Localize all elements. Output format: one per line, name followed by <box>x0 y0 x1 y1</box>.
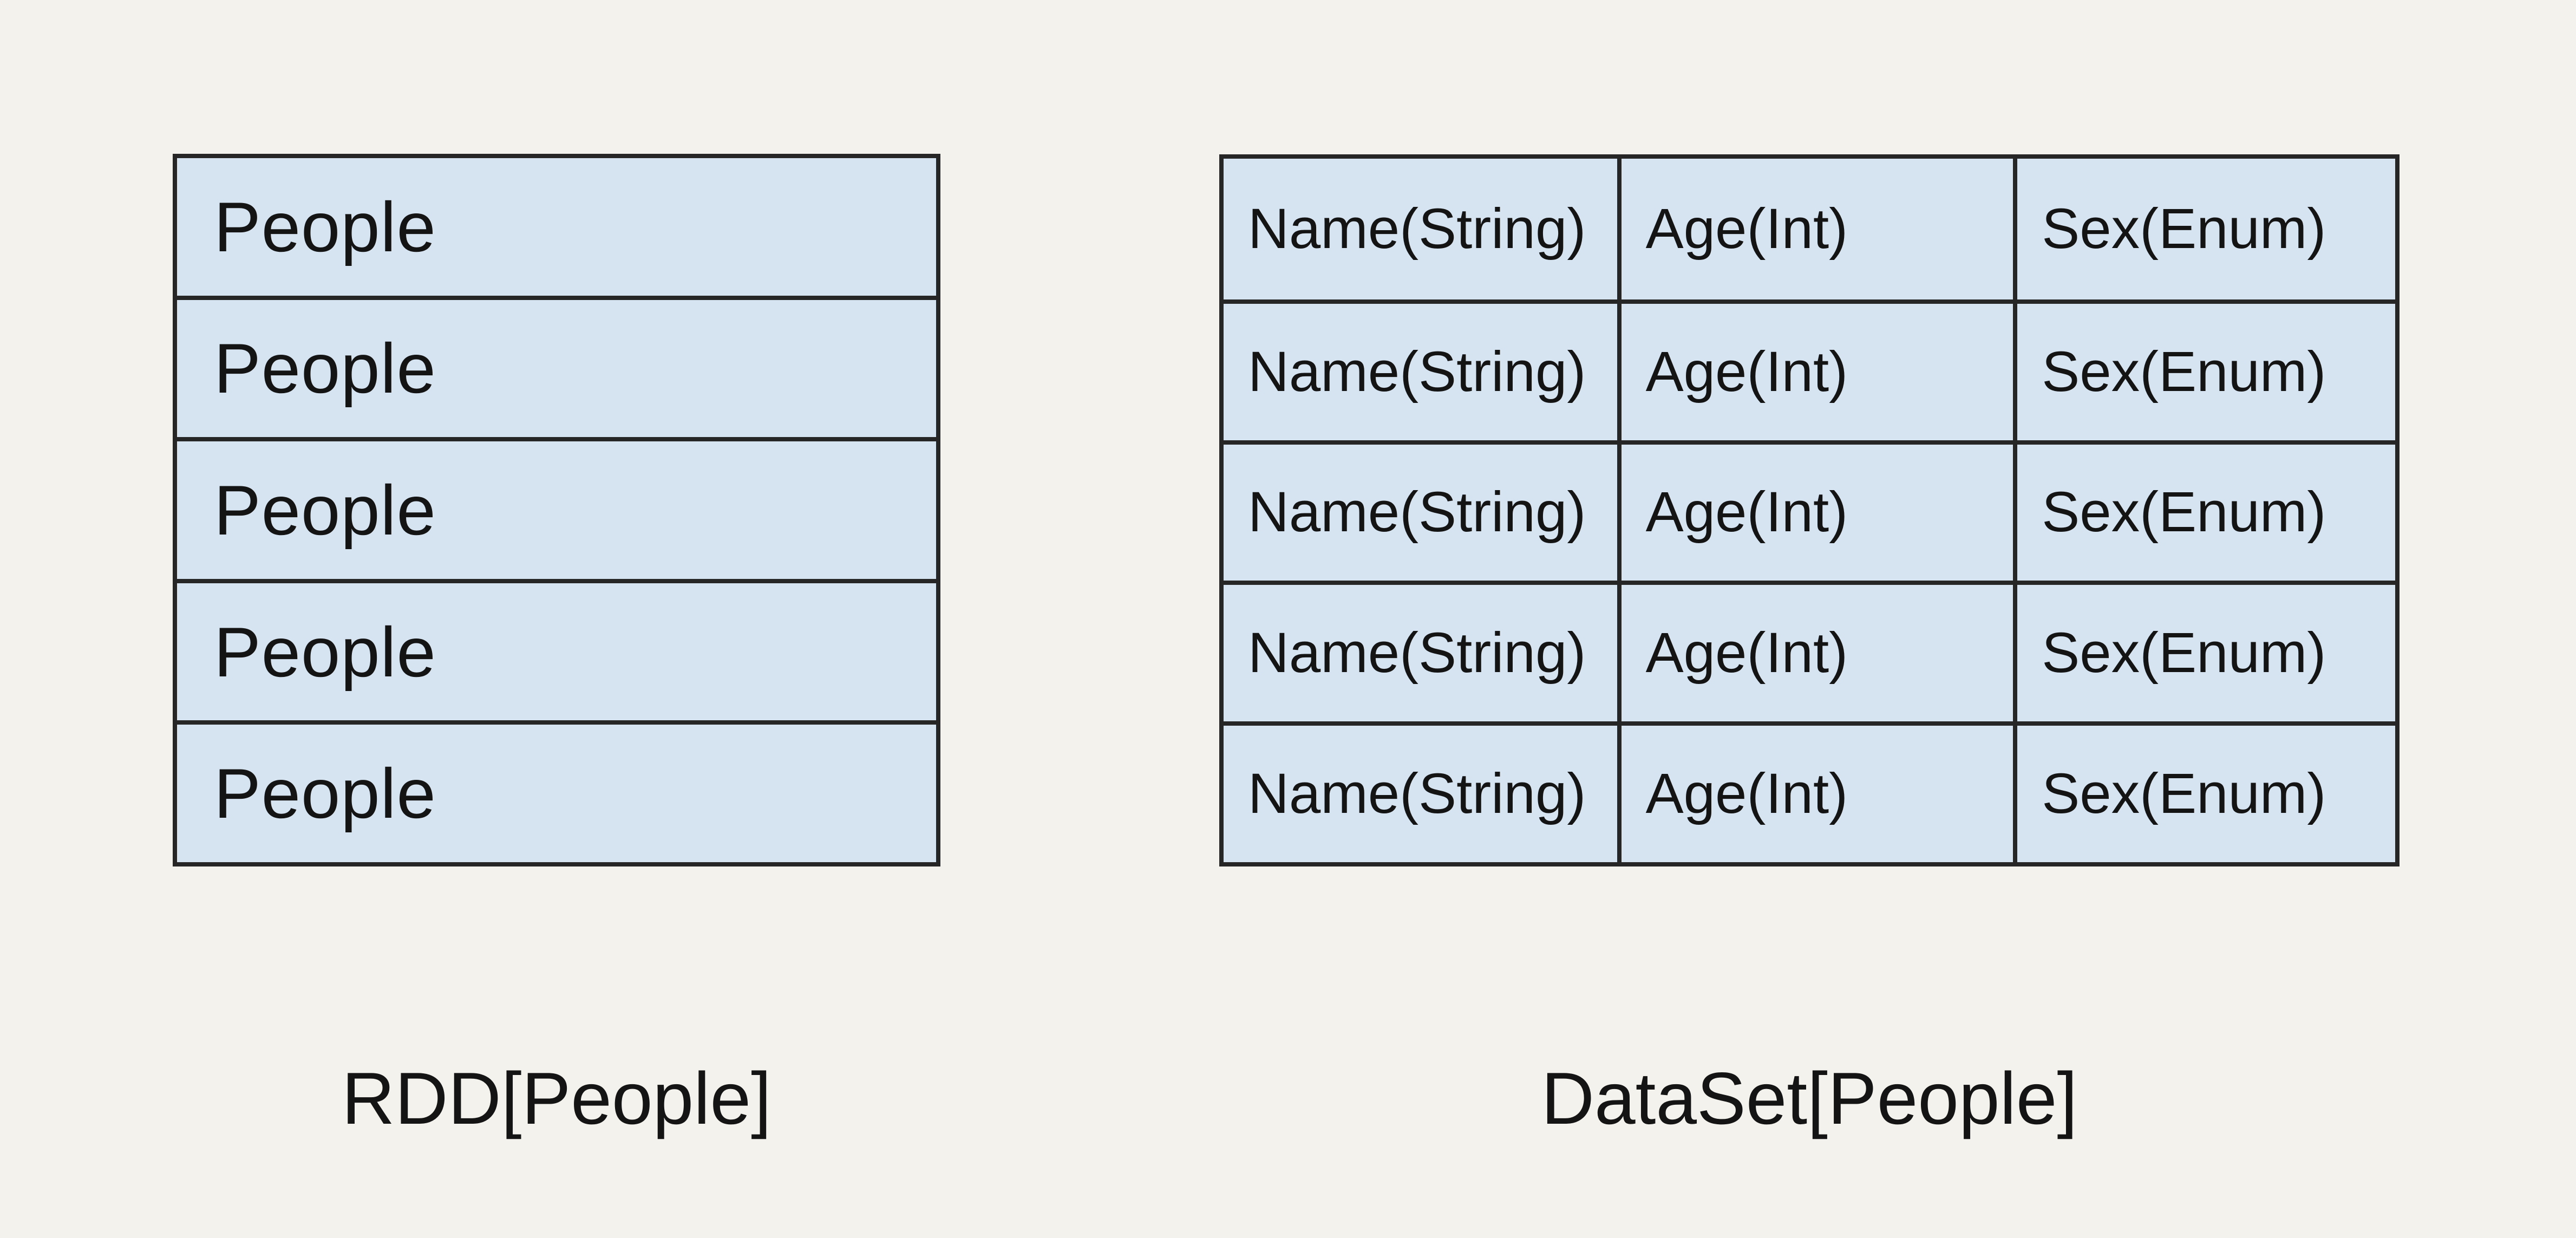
dataset-table: Name(String) Age(Int) Sex(Enum) Name(Str… <box>1219 154 2400 866</box>
rdd-row: People <box>177 720 936 862</box>
rdd-row: People <box>177 295 936 438</box>
rdd-table: People People People People People <box>173 154 940 866</box>
dataset-cell-sex: Sex(Enum) <box>2013 581 2395 722</box>
dataset-cell-name: Name(String) <box>1224 299 1617 440</box>
dataset-cell-name: Name(String) <box>1224 440 1617 581</box>
dataset-cell-age: Age(Int) <box>1617 299 2013 440</box>
dataset-cell-sex: Sex(Enum) <box>2013 721 2395 862</box>
rdd-row: People <box>177 578 936 721</box>
dataset-caption: DataSet[People] <box>1541 1057 2078 1139</box>
rdd-row: People <box>177 437 936 579</box>
dataset-cell-sex: Sex(Enum) <box>2013 159 2395 299</box>
dataset-cell-sex: Sex(Enum) <box>2013 299 2395 440</box>
dataset-cell-age: Age(Int) <box>1617 721 2013 862</box>
dataset-cell-name: Name(String) <box>1224 159 1617 299</box>
dataset-cell-name: Name(String) <box>1224 581 1617 722</box>
rdd-row: People <box>177 158 936 296</box>
dataset-cell-age: Age(Int) <box>1617 581 2013 722</box>
dataset-cell-sex: Sex(Enum) <box>2013 440 2395 581</box>
rdd-caption: RDD[People] <box>342 1057 772 1139</box>
dataset-cell-age: Age(Int) <box>1617 440 2013 581</box>
dataset-cell-name: Name(String) <box>1224 721 1617 862</box>
dataset-cell-age: Age(Int) <box>1617 159 2013 299</box>
